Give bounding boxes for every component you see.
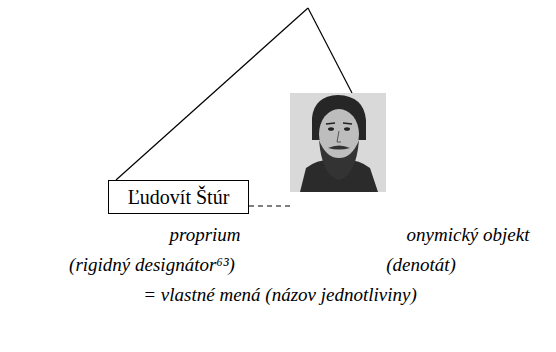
proper-name: Ľudovít Štúr (128, 186, 230, 209)
portrait-background (290, 93, 386, 192)
portrait-beard (319, 140, 359, 180)
term-label: (rigidný designátor⁶³) (69, 254, 235, 276)
term-label: (denotát) (386, 254, 456, 276)
portrait-eye (344, 127, 350, 131)
term-label: proprium (169, 224, 240, 246)
name-box: Ľudovít Štúr (108, 180, 249, 214)
triangle-right-side (308, 8, 352, 93)
portrait-moustache (328, 146, 350, 150)
portrait-eye (328, 127, 334, 131)
portrait-image (290, 93, 386, 192)
term-label: onymický objekt (407, 224, 530, 246)
term-label: = vlastné mená (názov jednotliviny) (143, 284, 416, 306)
portrait-nose (337, 131, 341, 142)
dashed-reference-line (249, 205, 290, 206)
portrait-brows (326, 123, 352, 124)
triangle-left-side (116, 8, 308, 180)
